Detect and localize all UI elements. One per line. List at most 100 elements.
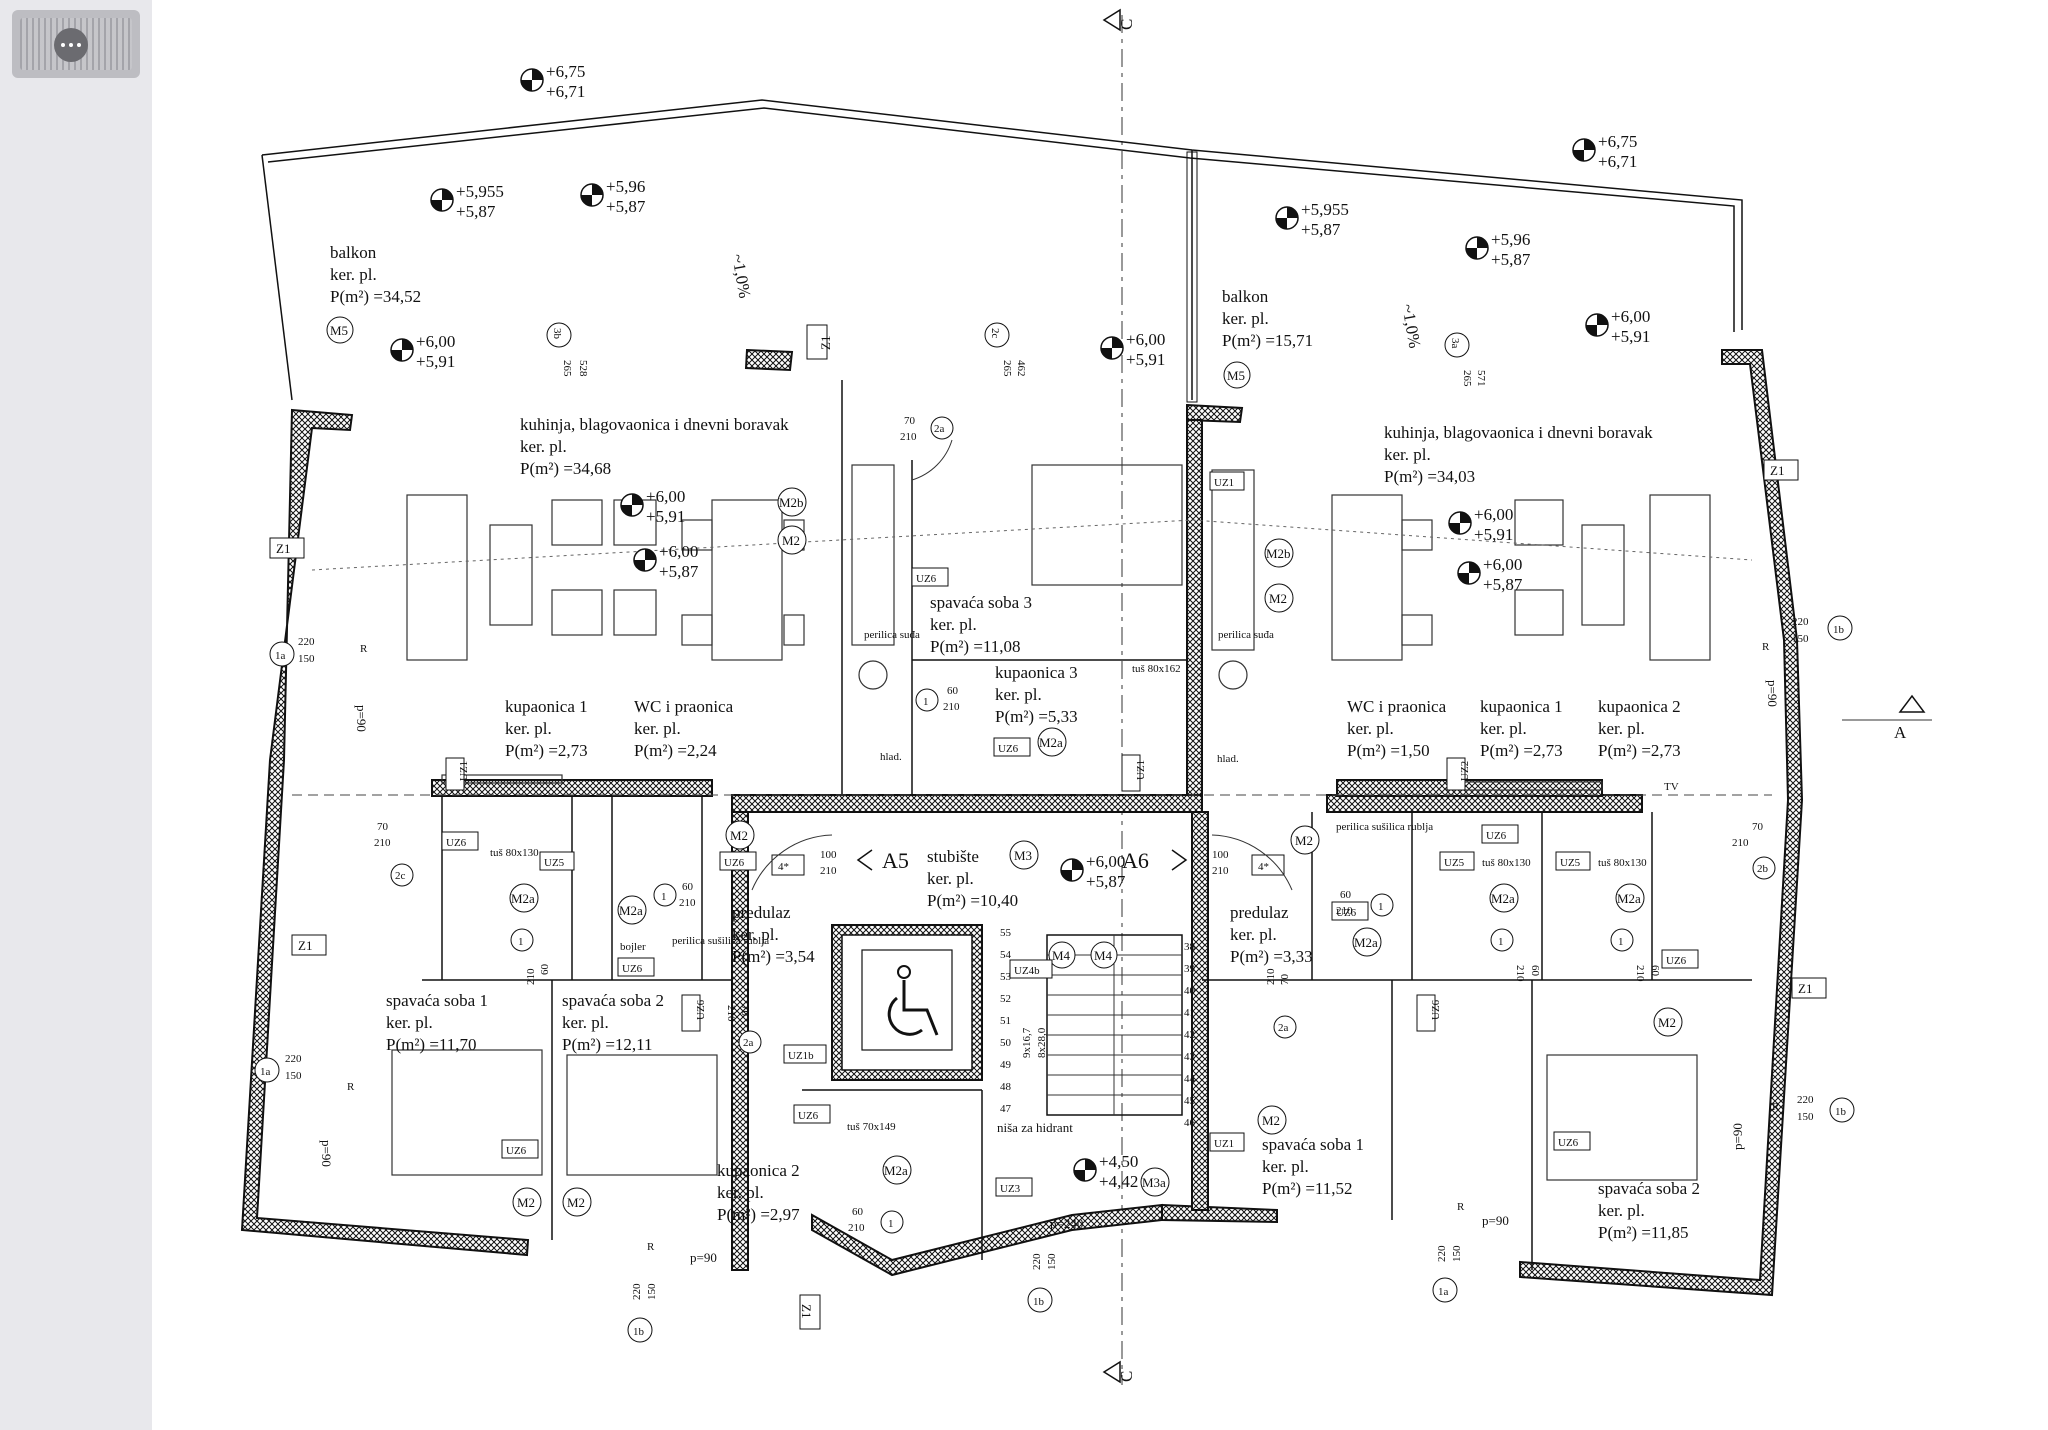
svg-text:2c: 2c	[989, 328, 1001, 339]
svg-text:spavaća soba 1: spavaća soba 1	[386, 991, 488, 1010]
svg-text:+4,50: +4,50	[1099, 1152, 1138, 1171]
svg-text:P(m²) =34,03: P(m²) =34,03	[1384, 467, 1475, 486]
tag-m4-1: M4	[1048, 941, 1076, 969]
tag-z1-right-1: Z1	[1763, 459, 1799, 481]
more-horizontal-icon[interactable]	[54, 28, 88, 62]
tag-uz1b: UZ1b	[783, 1044, 827, 1064]
svg-text:p=90: p=90	[319, 1140, 334, 1167]
svg-text:p=90: p=90	[690, 1250, 717, 1265]
svg-text:54: 54	[1000, 949, 1012, 961]
svg-text:UZ2: UZ2	[1459, 761, 1471, 781]
svg-text:M2a: M2a	[1617, 891, 1641, 906]
apartment-label-a5: A5	[856, 848, 909, 873]
svg-text:220: 220	[1792, 616, 1809, 628]
svg-text:tuš 80x130: tuš 80x130	[490, 847, 539, 859]
svg-text:UZ6: UZ6	[998, 743, 1019, 755]
svg-text:53: 53	[1000, 971, 1012, 983]
svg-text:60: 60	[1529, 965, 1541, 977]
exterior-wall-right	[1519, 349, 1804, 1297]
svg-text:UZ1: UZ1	[1214, 1138, 1234, 1150]
svg-text:R: R	[1762, 641, 1770, 653]
svg-text:2b: 2b	[1757, 863, 1769, 875]
svg-text:3a: 3a	[1449, 338, 1461, 349]
room-label-spavaca2-left: spavaća soba 2 ker. pl. P(m²) =12,11	[562, 991, 664, 1054]
tag-uz6-10: UZ6	[1416, 994, 1442, 1032]
svg-text:49: 49	[1000, 1059, 1012, 1071]
fixture-tus-kup1-left: tuš 80x130	[490, 847, 539, 859]
svg-text:1a: 1a	[1438, 1286, 1449, 1298]
svg-text:70: 70	[1752, 821, 1764, 833]
svg-text:UZ6: UZ6	[798, 1110, 819, 1122]
svg-text:A6: A6	[1122, 848, 1149, 873]
fixture-perilica-suda-left: perilica suđa	[864, 629, 920, 641]
svg-text:1b: 1b	[1835, 1106, 1847, 1118]
svg-text:ker. pl.: ker. pl.	[562, 1013, 609, 1032]
svg-text:kuhinja, blagovaonica i dnevni: kuhinja, blagovaonica i dnevni boravak	[520, 415, 789, 434]
section-mark-c-top: C	[1102, 8, 1136, 32]
stair-dims: 9x16,7 8x28,0	[1021, 1027, 1048, 1058]
wheelchair-icon	[861, 949, 953, 1051]
svg-text:2a: 2a	[743, 1037, 754, 1049]
tag-m2-left-1: M2	[777, 525, 807, 555]
svg-text:150: 150	[1797, 1111, 1814, 1123]
svg-text:210: 210	[820, 865, 837, 877]
level-marker-3: +5,96+5,87	[580, 177, 646, 216]
svg-text:Z1: Z1	[799, 1304, 814, 1318]
level-marker-15: +4,50+4,42	[1073, 1152, 1138, 1191]
page-thumbnail[interactable]	[12, 10, 140, 78]
tag-uz6-2: UZ6	[993, 737, 1031, 757]
furniture	[391, 464, 1711, 1181]
fixture-tus-kup1-right: tuš 80x130	[1482, 857, 1531, 869]
svg-text:ker. pl.: ker. pl.	[1480, 719, 1527, 738]
svg-text:1b: 1b	[1033, 1296, 1045, 1308]
svg-text:M2a: M2a	[884, 1163, 908, 1178]
room-label-kupaonica3: kupaonica 3 ker. pl. P(m²) =5,33	[995, 663, 1078, 726]
svg-text:210: 210	[1265, 968, 1277, 985]
svg-text:M2: M2	[1295, 833, 1313, 848]
svg-text:4*: 4*	[778, 861, 789, 873]
svg-text:571: 571	[1475, 370, 1487, 387]
tag-uz4b: UZ4b	[1009, 959, 1053, 979]
svg-text:70: 70	[1279, 974, 1291, 986]
svg-text:UZ5: UZ5	[544, 857, 565, 869]
tag-uz6-1: UZ6	[911, 567, 949, 587]
svg-text:+5,96: +5,96	[606, 177, 645, 196]
level-marker-5: +6,00+5,91	[1100, 330, 1165, 369]
svg-text:210: 210	[1732, 837, 1749, 849]
tag-m5-left: M5	[326, 316, 354, 344]
svg-text:M5: M5	[330, 323, 348, 338]
svg-text:p=90: p=90	[354, 705, 369, 732]
room-label-kuhinja-left: kuhinja, blagovaonica i dnevni boravak k…	[520, 415, 789, 478]
svg-text:55: 55	[1000, 927, 1012, 939]
svg-text:+6,75: +6,75	[546, 62, 585, 81]
svg-text:P(m²) =11,85: P(m²) =11,85	[1598, 1223, 1689, 1242]
level-marker-4: +6,00+5,91	[390, 332, 455, 371]
svg-text:UZ3: UZ3	[1000, 1183, 1021, 1195]
svg-text:ker. pl.: ker. pl.	[1230, 925, 1277, 944]
svg-text:150: 150	[1792, 633, 1809, 645]
svg-text:+6,00: +6,00	[1483, 555, 1522, 574]
svg-text:ker. pl.: ker. pl.	[1598, 1201, 1645, 1220]
svg-text:1a: 1a	[260, 1066, 271, 1078]
svg-text:kupaonica 2: kupaonica 2	[1598, 697, 1681, 716]
svg-text:M3: M3	[1014, 848, 1032, 863]
svg-text:M4: M4	[1094, 948, 1113, 963]
svg-text:p=90: p=90	[1730, 1123, 1745, 1150]
svg-text:P(m²) =2,97: P(m²) =2,97	[717, 1205, 800, 1224]
svg-text:ker. pl.: ker. pl.	[732, 925, 779, 944]
svg-text:220: 220	[1436, 1245, 1448, 1262]
tag-uz6-13: UZ6	[1553, 1131, 1591, 1151]
svg-text:ker. pl.: ker. pl.	[1598, 719, 1645, 738]
room-label-spavaca1-left: spavaća soba 1 ker. pl. P(m²) =11,70	[386, 991, 488, 1054]
